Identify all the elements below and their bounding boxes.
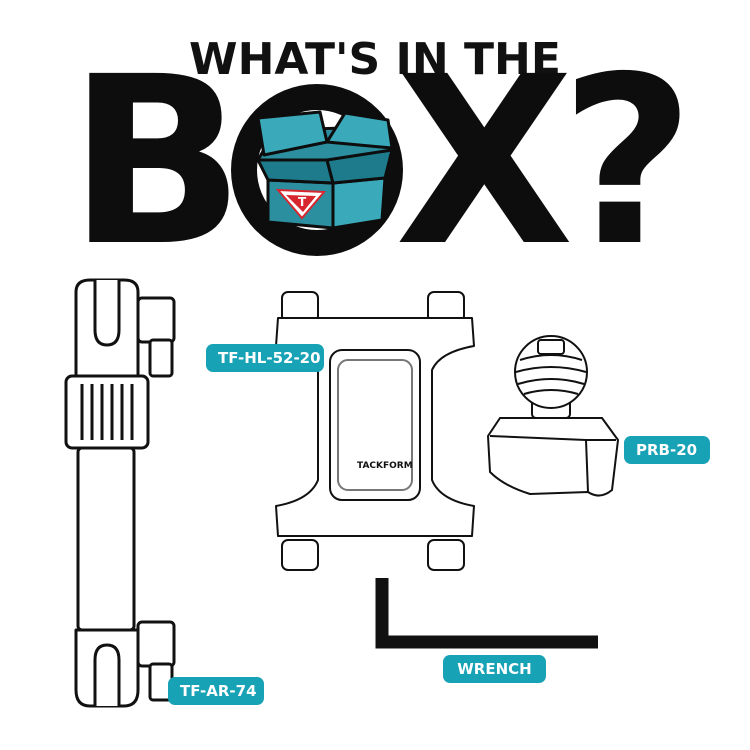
tackform-logo-icon: T [275,188,327,220]
ball-base-icon [487,335,619,497]
label-tf-hl-52-20: TF-HL-52-20 [206,344,324,372]
headline-letter-b: B [68,27,245,297]
headline-question-mark: ? [560,27,695,297]
label-wrench: WRENCH [443,655,546,683]
open-box-icon [256,110,394,230]
headline-letter-x: X [395,27,574,297]
wrench-icon [375,578,598,649]
arm-icon [64,278,176,708]
logo-letter: T [298,195,307,209]
phone-holder-brand: TACKFORM [357,461,413,471]
label-tf-ar-74: TF-AR-74 [168,677,264,705]
label-prb-20: PRB-20 [624,436,710,464]
phone-holder-icon [275,291,475,571]
headline-top-line: WHAT'S IN THE [189,34,561,85]
